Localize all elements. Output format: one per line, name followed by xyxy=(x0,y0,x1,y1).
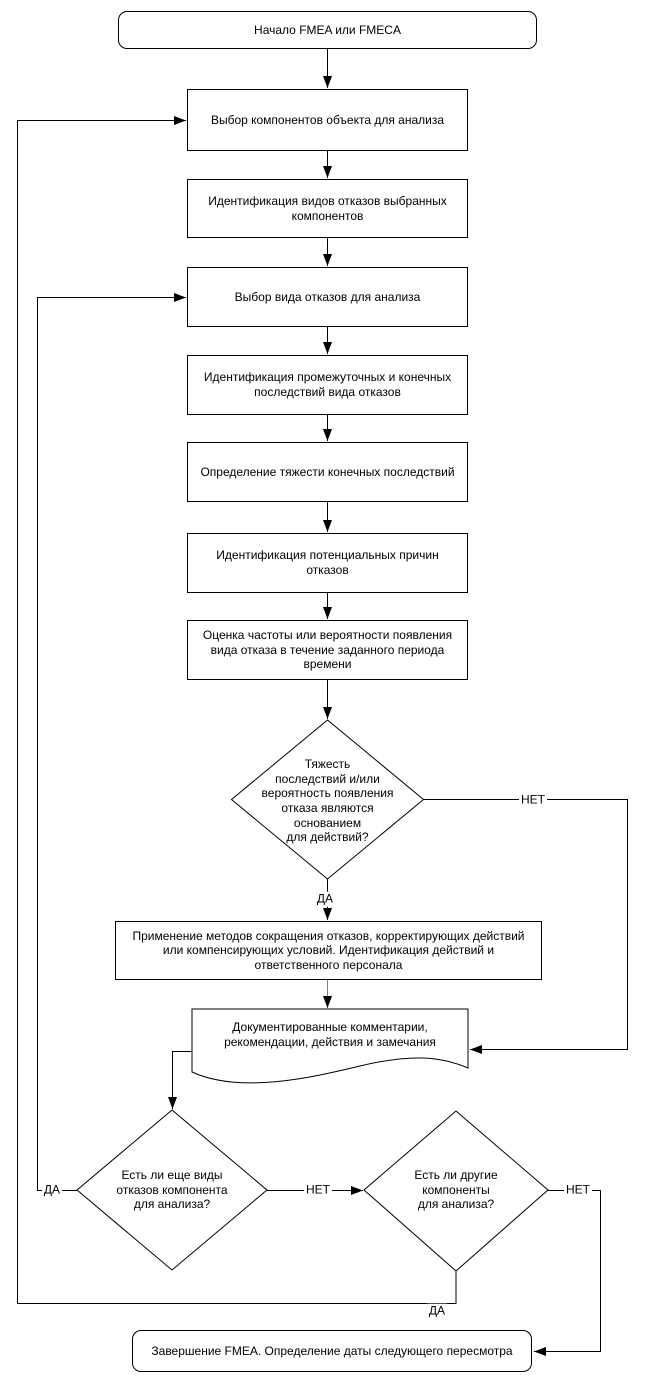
process-identify-effects: Идентификация промежуточных и конечных п… xyxy=(187,355,468,415)
edge-label-d2-yes: ДА xyxy=(41,1182,63,1198)
edge-label-d2-no: НЕТ xyxy=(304,1182,332,1198)
process-apply-methods: Применение методов сокращения отказов, к… xyxy=(115,921,542,980)
start-node: Начало FMEA или FMECA xyxy=(118,11,537,49)
decision-more-modes-shape xyxy=(76,1109,268,1271)
process-select-failure-mode: Выбор вида отказов для анализа xyxy=(187,267,468,327)
edge-document-to-more-modes xyxy=(168,1051,192,1109)
end-node: Завершение FMEA. Определение даты следую… xyxy=(132,1330,532,1372)
process-select-components: Выбор компонентов объекта для анализа xyxy=(187,89,468,151)
edge-more-modes-yes-loop xyxy=(37,293,186,1191)
process-determine-severity: Определение тяжести конечных последствий xyxy=(187,442,468,502)
decision-more-components-label: Есть ли другие компоненты для анализа? xyxy=(414,1168,498,1212)
decision-action-label: Тяжесть последствий и/или вероятность по… xyxy=(261,757,394,845)
process-identify-failure-modes: Идентификация видов отказов выбранных ко… xyxy=(187,179,468,238)
document-shape xyxy=(191,1008,469,1084)
process-identify-causes: Идентификация потенциальных причин отказ… xyxy=(187,533,468,593)
process-estimate-frequency: Оценка частоты или вероятности появления… xyxy=(187,620,468,680)
edge-more-components-yes-loop xyxy=(17,116,457,1304)
edge-more-components-no-to-end xyxy=(534,1190,601,1356)
edge-label-d3-no: НЕТ xyxy=(564,1182,592,1198)
edge-label-d3-yes: ДА xyxy=(426,1303,448,1319)
document-label: Документированные комментарии, рекоменда… xyxy=(224,1020,436,1049)
edge-label-d1-no: НЕТ xyxy=(519,792,547,808)
decision-more-modes-label: Есть ли еще виды отказов компонента для … xyxy=(116,1168,228,1212)
edge-label-d1-yes: ДА xyxy=(314,891,336,907)
